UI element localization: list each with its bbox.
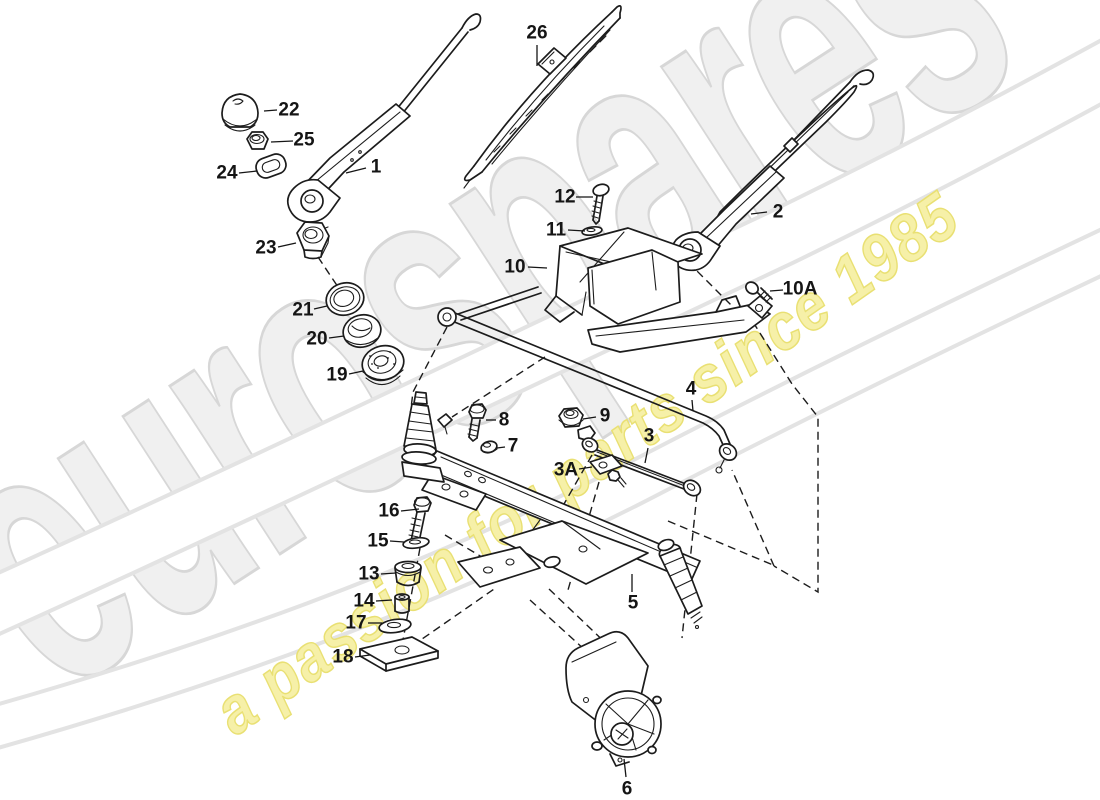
part-10A-drawing <box>745 281 773 304</box>
part-4-drawing <box>437 286 738 474</box>
part-13-drawing <box>394 560 422 587</box>
leader-line-25 <box>270 140 294 143</box>
part-11-drawing <box>581 225 603 237</box>
part-label-21: 21 <box>292 300 314 321</box>
part-label-13: 13 <box>358 564 379 585</box>
part-9-drawing <box>558 407 584 428</box>
leader-line-3A <box>578 466 593 470</box>
part-label-22: 22 <box>278 100 299 121</box>
part-18-drawing <box>359 636 439 672</box>
part-7-drawing <box>480 440 498 454</box>
part-label-15: 15 <box>367 531 389 552</box>
part-label-14: 14 <box>353 591 375 612</box>
leader-line-9 <box>582 416 597 420</box>
leader-line-19 <box>348 370 364 375</box>
leader-line-23 <box>277 242 297 248</box>
part-label-2: 2 <box>773 202 784 223</box>
part-1-drawing <box>286 13 482 231</box>
part-label-1: 1 <box>371 157 382 178</box>
leader-line-4 <box>691 399 694 412</box>
part-label-12: 12 <box>554 187 575 208</box>
part-label-20: 20 <box>306 329 327 350</box>
part-22-drawing <box>221 93 259 132</box>
part-19-drawing <box>361 344 405 386</box>
part-label-10: 10 <box>504 257 525 278</box>
part-label-16: 16 <box>378 501 399 522</box>
leader-line-15 <box>389 540 405 543</box>
part-6-drawing <box>565 630 662 767</box>
part-14-drawing <box>394 593 410 614</box>
leader-line-2 <box>750 211 768 215</box>
part-label-24: 24 <box>216 163 238 184</box>
part-label-18: 18 <box>332 647 353 668</box>
part-label-3A: 3A <box>554 460 579 481</box>
leader-line-20 <box>328 335 345 339</box>
leader-line-10 <box>527 266 548 269</box>
part-label-4: 4 <box>686 379 697 400</box>
part-23-drawing <box>296 221 330 260</box>
leader-line-24 <box>238 170 258 174</box>
part-label-11: 11 <box>546 220 567 241</box>
leader-line-3 <box>644 447 649 464</box>
watermark: eurospares a passion for parts since 198… <box>0 0 1100 771</box>
leader-line-13 <box>380 572 397 575</box>
leader-line-10A <box>769 289 784 292</box>
part-label-9: 9 <box>600 406 611 427</box>
leader-line-22 <box>263 109 278 112</box>
part-label-3: 3 <box>644 426 655 447</box>
part-17-drawing <box>378 618 412 634</box>
part-10-drawing <box>544 227 773 353</box>
leader-line-7 <box>496 446 506 449</box>
part-15-drawing <box>402 536 430 550</box>
part-3A-drawing <box>589 454 627 488</box>
part-label-6: 6 <box>622 779 633 800</box>
part-label-25: 25 <box>293 130 315 151</box>
part-26-drawing <box>463 5 622 189</box>
leader-line-16 <box>400 508 420 512</box>
part-label-7: 7 <box>508 436 519 457</box>
part-2-drawing <box>670 69 875 272</box>
part-8-drawing <box>467 403 487 442</box>
part-21-drawing <box>325 281 365 317</box>
leader-line-18 <box>354 654 371 658</box>
part-label-23: 23 <box>255 238 276 259</box>
part-12-drawing <box>591 183 610 225</box>
part-label-19: 19 <box>326 365 347 386</box>
part-25-drawing <box>246 131 269 150</box>
leader-line-11 <box>567 229 586 232</box>
part-label-26: 26 <box>526 23 547 44</box>
leader-line-21 <box>313 305 328 310</box>
part-label-10A: 10A <box>783 279 818 300</box>
leader-line-6 <box>623 758 627 778</box>
part-label-17: 17 <box>345 613 366 634</box>
leader-line-1 <box>345 167 367 174</box>
part-label-5: 5 <box>628 593 639 614</box>
part-5-drawing <box>401 391 703 630</box>
leader-line-14 <box>375 599 393 602</box>
part-label-8: 8 <box>499 410 510 431</box>
